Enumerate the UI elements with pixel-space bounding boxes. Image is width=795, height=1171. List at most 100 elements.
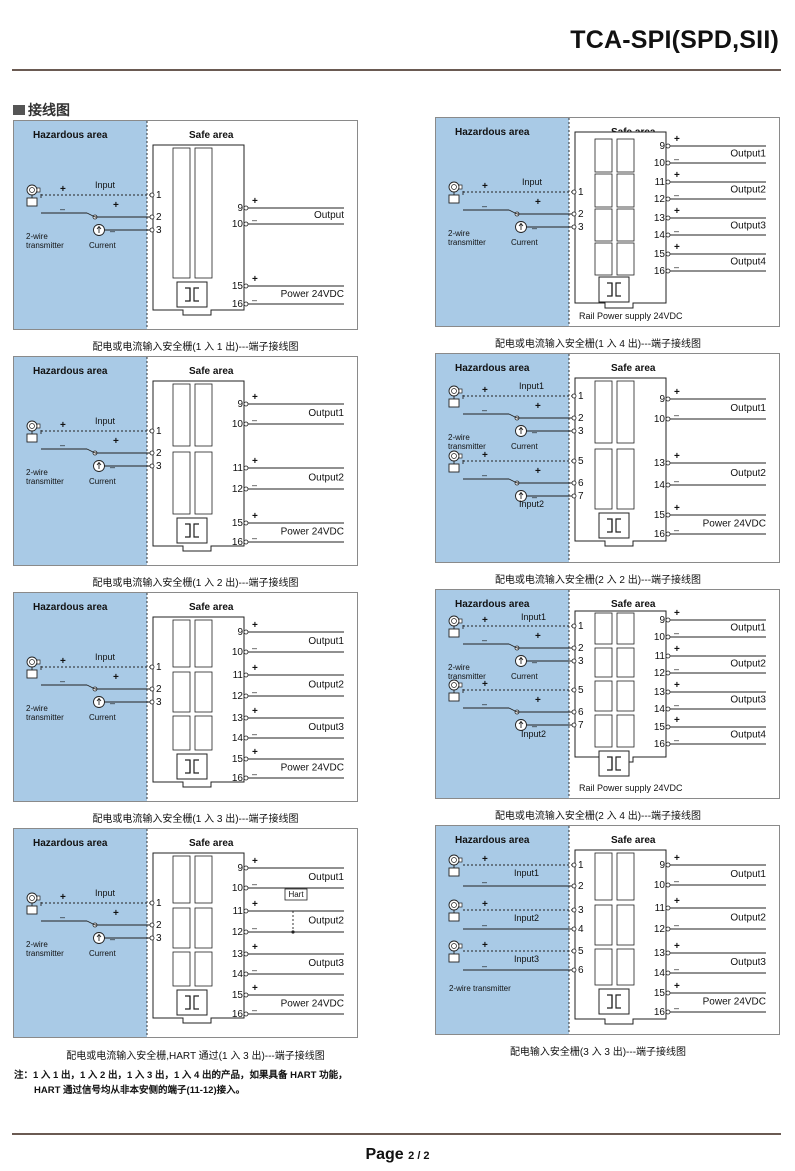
d2-module-slot-a-1 (594, 173, 613, 208)
d5-out3-label: Output3 (308, 722, 344, 733)
note-line-2: HART 通过信号均从非本安侧的端子(11-12)接入。 (34, 1085, 246, 1096)
d7-out4-num-15: 15 (232, 990, 244, 1001)
d6-in2-plus-2: + (535, 695, 541, 706)
d1-out2-plus: + (252, 274, 258, 285)
d1-out2-num-15: 15 (232, 281, 244, 292)
d8-in2-num-3: 3 (578, 905, 584, 916)
d6-out4-minus: – (674, 735, 679, 745)
d2-out3-label: Output3 (730, 221, 766, 232)
d3-module-slot-a-0 (172, 383, 191, 447)
d1-in1-num-2: 2 (156, 212, 162, 223)
d5-module-slot-a-2 (172, 715, 191, 751)
d8-out3-term-14 (665, 970, 671, 976)
d6-in1-plus-2: + (535, 631, 541, 642)
d5-in1-minus-wire-b (86, 684, 96, 690)
d8-out3-minus: – (674, 964, 679, 974)
d3-hazard-zone (14, 357, 147, 565)
d8-hazardous-label: Hazardous area (455, 835, 530, 846)
d3-in1-plus-2: + (113, 436, 119, 447)
d4-in1-plus: + (482, 385, 488, 396)
d5-out4-num-16: 16 (232, 773, 244, 784)
d5-out4-label: Power 24VDC (281, 763, 344, 774)
d5-out1-term-10 (243, 649, 249, 655)
d6-in2-num-7: 7 (578, 720, 584, 731)
d6-module-slot-b-1 (616, 647, 635, 678)
d5-module-slot-b-2 (194, 715, 213, 751)
d7-out4-minus: – (252, 1005, 257, 1015)
d3-out2-term-11 (243, 465, 249, 471)
d8-in1-term-1 (571, 862, 577, 868)
d1-out2-num-16: 16 (232, 299, 244, 310)
d1-in1-current-source (93, 224, 105, 236)
d7-out3-minus: – (252, 965, 257, 975)
d8-out4-plus: + (674, 981, 680, 992)
d2-out4-num-15: 15 (654, 249, 666, 260)
d8-in3-minus: – (482, 961, 487, 971)
d8-out2-term-12 (665, 926, 671, 932)
d2-module-slot-a-2 (594, 208, 613, 242)
d4-in1-tx-label-1: 2-wire (448, 433, 470, 442)
d6-out1-num-9: 9 (659, 615, 665, 626)
d6-in2-term-6 (571, 709, 577, 715)
d6-out4-num-15: 15 (654, 722, 666, 733)
d6-in2-minus-wire-b (508, 707, 518, 713)
d8-in3-label: Input3 (514, 954, 539, 964)
d8-out4-num-16: 16 (654, 1007, 666, 1018)
d4-out1-term-9 (665, 396, 671, 402)
d6-in1-label: Input1 (521, 612, 546, 622)
d7-out1-minus: – (252, 879, 257, 889)
caption-3in-3out: 配电输入安全栅(3 入 3 出)---端子接线图 (509, 1047, 687, 1058)
d4-in2-minus-wire-b (508, 478, 518, 484)
d4-out1-label: Output1 (730, 403, 766, 414)
d6-safe-label: Safe area (611, 599, 656, 610)
d5-out3-term-14 (243, 735, 249, 741)
d7-out2-plus: + (252, 899, 258, 910)
d4-out3-minus: – (674, 525, 679, 535)
d3-out2-minus: – (252, 480, 257, 490)
d6-module-slot-a-2 (594, 680, 613, 712)
d6-in2-label: Input2 (521, 729, 546, 739)
d4-in2-plus-2: + (535, 466, 541, 477)
d2-out2-plus: + (674, 170, 680, 181)
d6-out2-num-11: 11 (655, 651, 666, 662)
d6-hazardous-label: Hazardous area (455, 599, 530, 610)
d2-out2-label: Output2 (730, 185, 766, 196)
d5-hazard-zone (14, 593, 147, 801)
d6-module-slot-b-0 (616, 612, 635, 645)
d3-in1-term-2 (149, 450, 155, 456)
d6-in1-tx-label-1: 2-wire (448, 663, 470, 672)
section-title: 接线图 (13, 100, 70, 120)
d3-out2-plus: + (252, 456, 258, 467)
d2-in1-plus: + (482, 181, 488, 192)
d6-in1-current-label: Current (511, 672, 538, 681)
d6-in2-transmitter-icon (448, 679, 463, 702)
d7-in1-tx-label-1: 2-wire (26, 940, 48, 949)
d8-out4-term-16 (665, 1009, 671, 1015)
d3-module-slot-b-1 (194, 451, 213, 515)
d3-power-symbol (176, 517, 208, 544)
d8-in3-num-6: 6 (578, 965, 584, 976)
d7-out1-num-9: 9 (237, 863, 243, 874)
d3-in1-term-1 (149, 428, 155, 434)
d4-out1-num-10: 10 (654, 414, 666, 425)
d6-out3-minus: – (674, 700, 679, 710)
d8-in3-plus: + (482, 940, 488, 951)
d3-out3-num-16: 16 (232, 537, 244, 548)
d5-out1-term-9 (243, 629, 249, 635)
d8-in2-term-4 (571, 926, 577, 932)
d3-out3-term-15 (243, 520, 249, 526)
d5-in1-current-label: Current (89, 713, 116, 722)
d7-in1-num-2: 2 (156, 920, 162, 931)
d7-out4-num-16: 16 (232, 1009, 244, 1020)
d2-out2-num-11: 11 (655, 177, 666, 188)
d2-out2-term-11 (665, 179, 671, 185)
d6-in2-minus-2: – (532, 721, 537, 731)
d7-in1-current-label: Current (89, 949, 116, 958)
d8-in1-num-2: 2 (578, 881, 584, 892)
caption-hart-1in-3out: 配电或电流输入安全栅,HART 通过(1 入 3 出)---端子接线图 (66, 1051, 325, 1062)
d2-out1-term-10 (665, 160, 671, 166)
d7-in1-plus-2: + (113, 908, 119, 919)
d2-out4-term-16 (665, 268, 671, 274)
d2-module-slot-b-2 (616, 208, 635, 242)
d6-out1-term-9 (665, 617, 671, 623)
